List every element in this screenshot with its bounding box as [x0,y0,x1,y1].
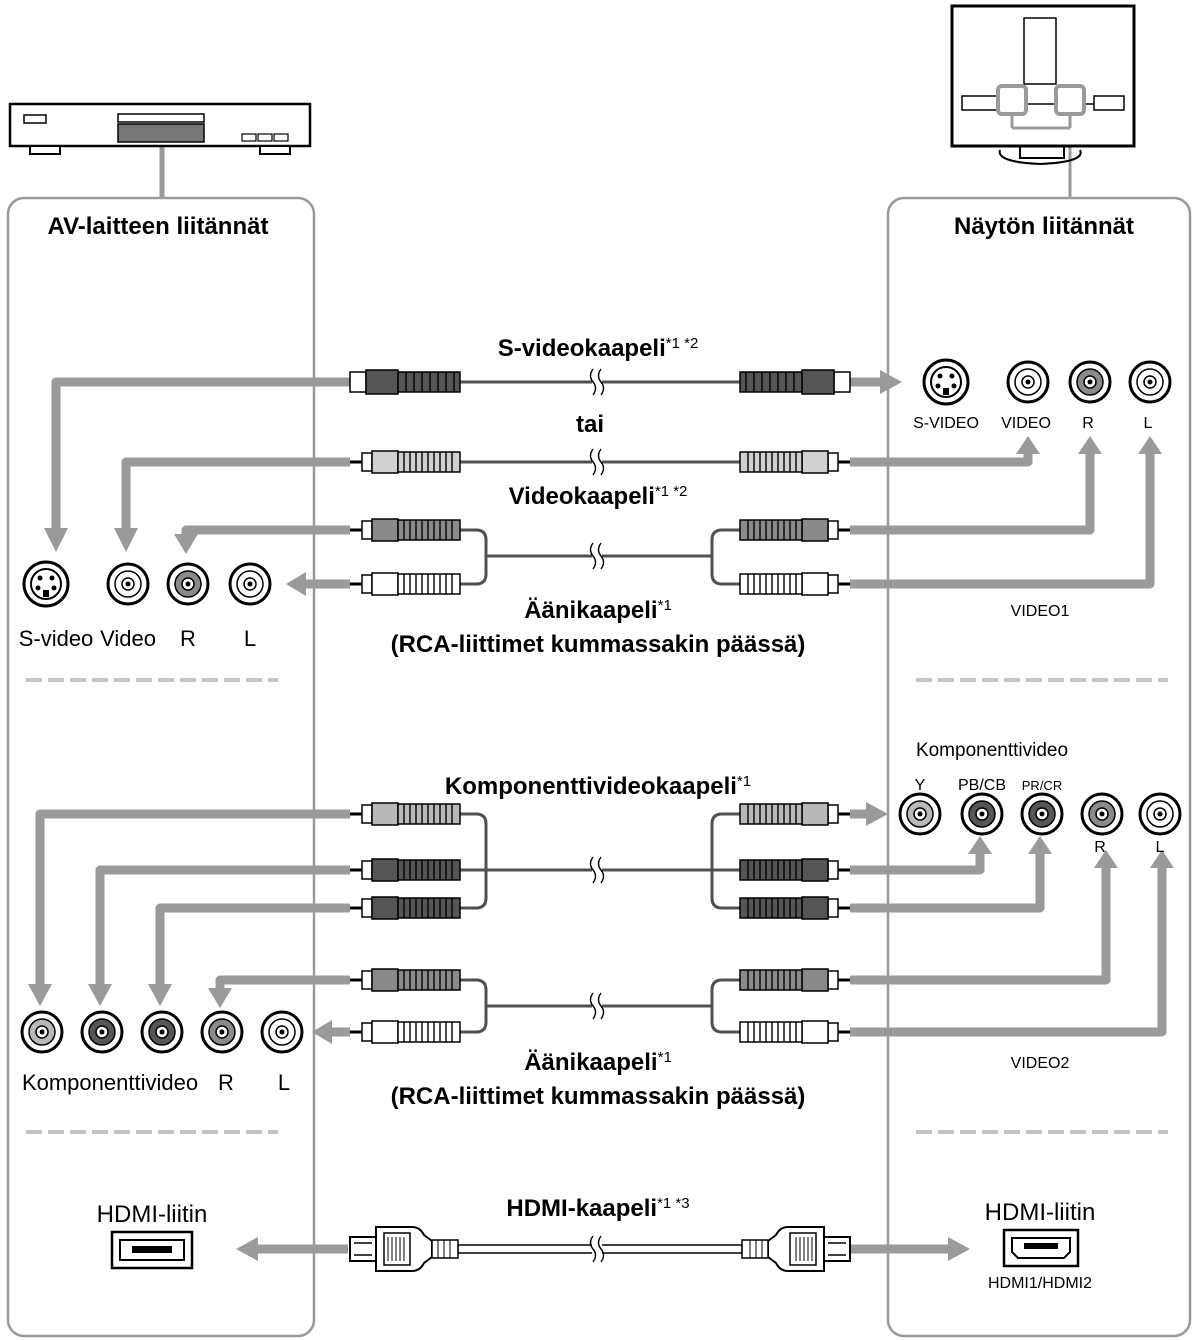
hdmi-cable [349,1226,851,1272]
audio-cable-2-label: Äänikaapeli*1 [524,1049,672,1076]
audio-cable-1-sublabel: (RCA-liittimet kummassakin päässä) [391,631,806,658]
video-cable-label: Videokaapeli*1 *2 [509,483,688,510]
video1-label: VIDEO1 [1011,603,1070,620]
audio-cable-1 [349,518,851,596]
left-port-r-label: R [180,626,196,651]
right-port-l2-label: L [1156,839,1165,856]
right-port-r2-label: R [1094,839,1106,856]
right-port-svideo-label: S-VIDEO [913,415,979,432]
left-hdmi-port [110,1230,194,1270]
video2-label: VIDEO2 [1011,1055,1070,1072]
svideo-cable-label: S-videokaapeli*1 *2 [498,335,699,362]
left-port-video-label: Video [100,626,156,651]
monitor-panel [886,196,1192,1338]
right-port-r-label: R [1082,415,1094,432]
audio-cable-2 [349,968,851,1044]
svideo-cable [349,367,851,397]
audio-cable-1-label: Äänikaapeli*1 [524,597,672,624]
left-port-r2-label: R [218,1070,234,1095]
right-port-pr-label: PR/CR [1022,778,1062,793]
right-hdmi-ports-label: HDMI1/HDMI2 [988,1275,1092,1292]
or-label: tai [576,411,604,438]
left-component-label: Komponenttivideo [22,1070,198,1095]
monitor-icon [950,4,1136,198]
right-hdmi-port [1002,1228,1080,1268]
arrowheads-section1 [44,370,1162,596]
right-port-video-label: VIDEO [1001,415,1051,432]
right-hdmi-label: HDMI-liitin [985,1199,1096,1226]
left-port-l2-label: L [278,1070,290,1095]
video-cable [349,447,851,477]
routing-arrows-section2 [35,809,1167,1037]
left-ports-row2 [20,1010,304,1054]
left-port-svideo-label: S-video [19,626,94,651]
left-port-l-label: L [244,626,256,651]
right-ports-row2 [898,792,1182,836]
right-port-l-label: L [1144,415,1153,432]
audio-cable-2-sublabel: (RCA-liittimet kummassakin päässä) [391,1083,806,1110]
hdmi-cable-label: HDMI-kaapeli*1 *3 [506,1195,689,1222]
routing-arrows-hdmi [236,1237,970,1261]
av-device-panel [6,196,316,1338]
left-ports-row1 [22,560,272,608]
left-hdmi-label: HDMI-liitin [97,1201,208,1228]
right-ports-row1 [922,358,1172,406]
monitor-panel-title: Näytön liitännät [954,213,1134,240]
right-port-pb-label: PB/CB [958,777,1006,794]
component-cable [349,802,851,920]
arrowheads-section2 [28,802,1174,1044]
component-cable-label: Komponenttivideokaapeli*1 [445,773,751,800]
right-port-y-label: Y [915,777,926,794]
av-device-icon [8,102,312,198]
av-panel-title: AV-laitteen liitännät [48,213,269,240]
right-component-title: Komponenttivideo [916,740,1068,761]
